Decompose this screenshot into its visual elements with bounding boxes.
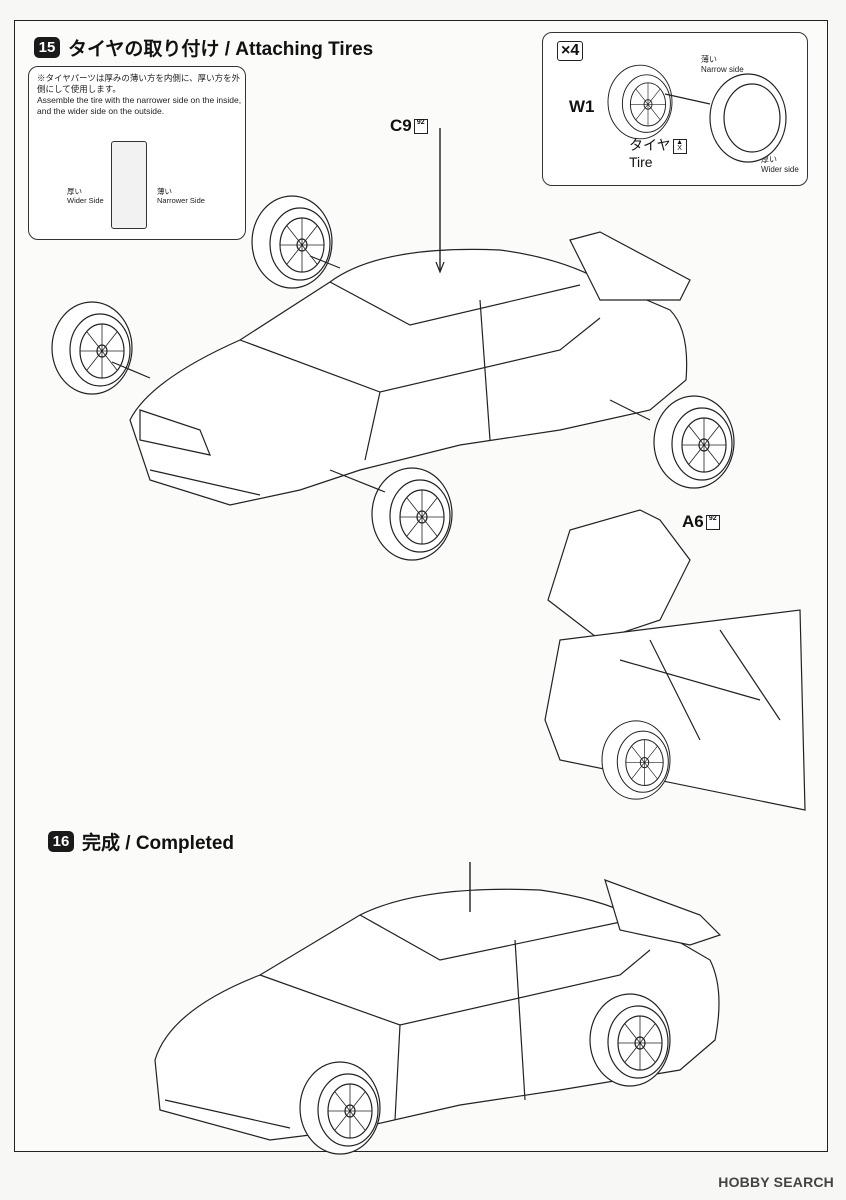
runner-92-icon: 92 xyxy=(705,515,720,531)
car-body-step15 xyxy=(129,128,691,506)
note-en: Assemble the tire with the narrower side… xyxy=(37,95,242,116)
assembly-arrow xyxy=(664,93,711,105)
step-16-header: 16 完成 / Completed xyxy=(48,828,234,855)
tire-part-icon: ▲X xyxy=(672,138,687,154)
runner-92-icon: 92 xyxy=(413,119,428,135)
wheel-part-code: W1 xyxy=(569,97,595,116)
watermark: HOBBY SEARCH xyxy=(718,1174,834,1190)
note-jp: ※タイヤパーツは厚みの薄い方を内側に、厚い方を外側にして使用します。 xyxy=(37,73,241,94)
diffuser-detail xyxy=(544,509,806,811)
note-text: ※タイヤパーツは厚みの薄い方を内側に、厚い方を外側にして使用します。 Assem… xyxy=(37,73,242,117)
tire-part-drawing xyxy=(709,73,787,163)
tire-orientation-note: ※タイヤパーツは厚みの薄い方を内側に、厚い方を外側にして使用します。 Assem… xyxy=(28,66,246,240)
wheel-part-drawing xyxy=(607,64,673,140)
step-16-title: 完成 / Completed xyxy=(82,833,235,854)
step-16-number: 16 xyxy=(48,831,74,852)
step-15-title: タイヤの取り付け / Attaching Tires xyxy=(68,39,374,60)
tire-label: タイヤ▲X Tire xyxy=(629,137,687,171)
car-body-step16 xyxy=(154,862,722,1141)
step-15-header: 15 タイヤの取り付け / Attaching Tires xyxy=(34,34,373,61)
step-15-number: 15 xyxy=(34,37,60,58)
quantity-badge: ×4 xyxy=(557,41,584,61)
tire-cross-section xyxy=(111,141,147,229)
